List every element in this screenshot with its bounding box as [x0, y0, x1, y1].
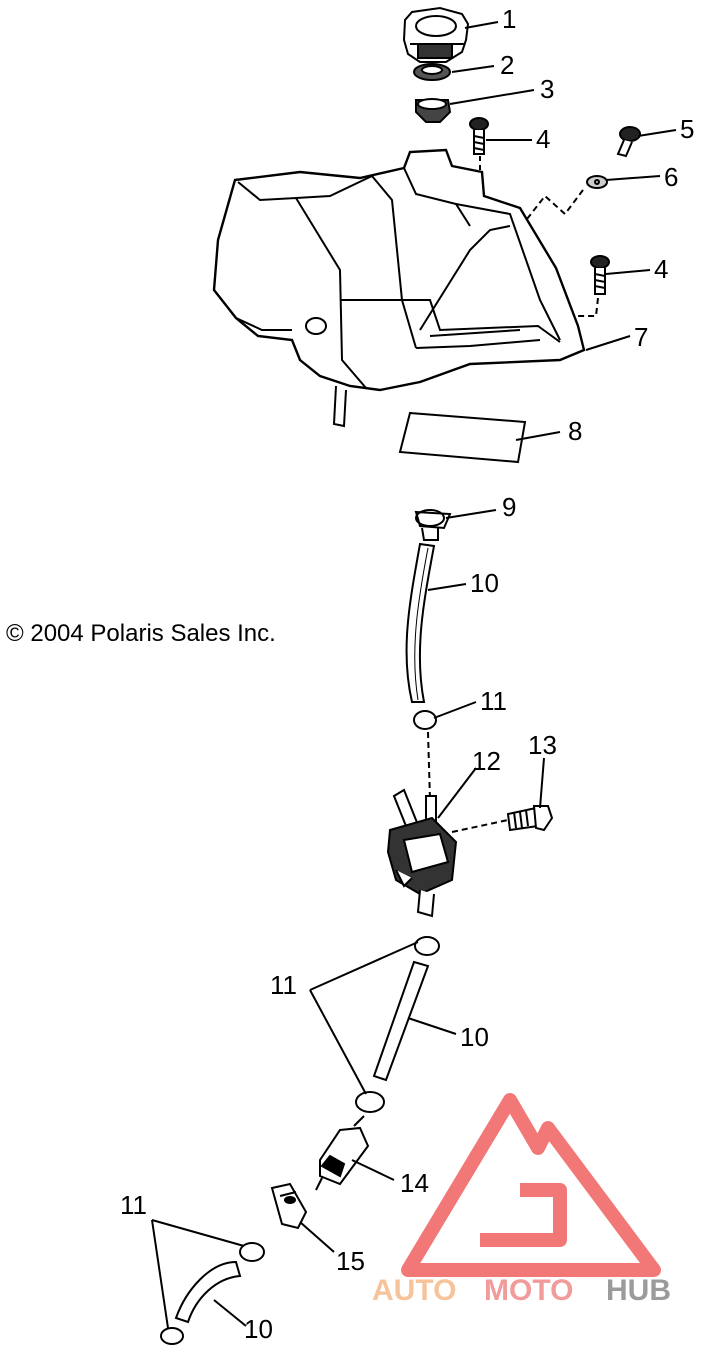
- hose-clamp-top: [414, 509, 452, 541]
- fuel-filter: [315, 1115, 370, 1191]
- fuel-hose-bottom: [174, 1260, 242, 1324]
- callout-4-upper: 4: [536, 124, 550, 154]
- fuel-hose-upper: [405, 542, 436, 703]
- callout-8: 8: [568, 416, 582, 446]
- cap-gasket: [413, 63, 451, 81]
- callout-4-lower: 4: [654, 254, 668, 284]
- callout-7: 7: [634, 322, 648, 352]
- callout-2: 2: [500, 50, 514, 80]
- logo-text-hub: HUB: [606, 1274, 671, 1307]
- callout-9: 9: [502, 492, 516, 522]
- callout-10-middle: 10: [460, 1022, 489, 1052]
- callout-1: 1: [502, 4, 516, 34]
- copyright-notice: © 2004 Polaris Sales Inc.: [6, 620, 276, 647]
- hose-clamp-bottom-lower: [160, 1327, 184, 1345]
- filter-clip: [270, 1182, 308, 1230]
- hose-clamp-lower: [355, 1091, 385, 1113]
- callout-13: 13: [528, 730, 557, 760]
- fuel-cap: [402, 6, 470, 63]
- callout-3: 3: [540, 74, 554, 104]
- hose-clamp-bottom-upper: [239, 1242, 265, 1262]
- callout-10-upper: 10: [470, 568, 499, 598]
- callout-11-upper: 11: [480, 686, 507, 716]
- logo-mark: [401, 1093, 661, 1277]
- logo-text-auto: AUTO: [372, 1274, 456, 1307]
- callout-10-bottom: 10: [244, 1314, 273, 1344]
- logo-text-moto: MOTO: [484, 1274, 573, 1307]
- valve-screw: [506, 805, 554, 832]
- bolt-lower: [590, 255, 610, 295]
- hose-clamp-upper: [413, 710, 437, 730]
- screw: [616, 126, 641, 158]
- callout-6: 6: [664, 162, 678, 192]
- hose-clamp-middle: [414, 936, 440, 956]
- callout-11-bottom: 11: [120, 1190, 147, 1220]
- decal: [398, 411, 527, 464]
- callout-5: 5: [680, 114, 694, 144]
- automotohub-logo: AUTO MOTO HUB: [372, 1093, 671, 1307]
- callout-14: 14: [400, 1168, 429, 1198]
- callout-15: 15: [336, 1246, 365, 1276]
- washer: [586, 175, 608, 189]
- callout-12: 12: [472, 746, 501, 776]
- callout-11-middle: 11: [270, 970, 297, 1000]
- fuel-valve: [386, 788, 458, 918]
- fuel-tank: [212, 148, 586, 428]
- cap-retainer: [415, 98, 452, 123]
- fuel-hose-middle: [372, 960, 430, 1082]
- bolt-upper: [469, 117, 489, 155]
